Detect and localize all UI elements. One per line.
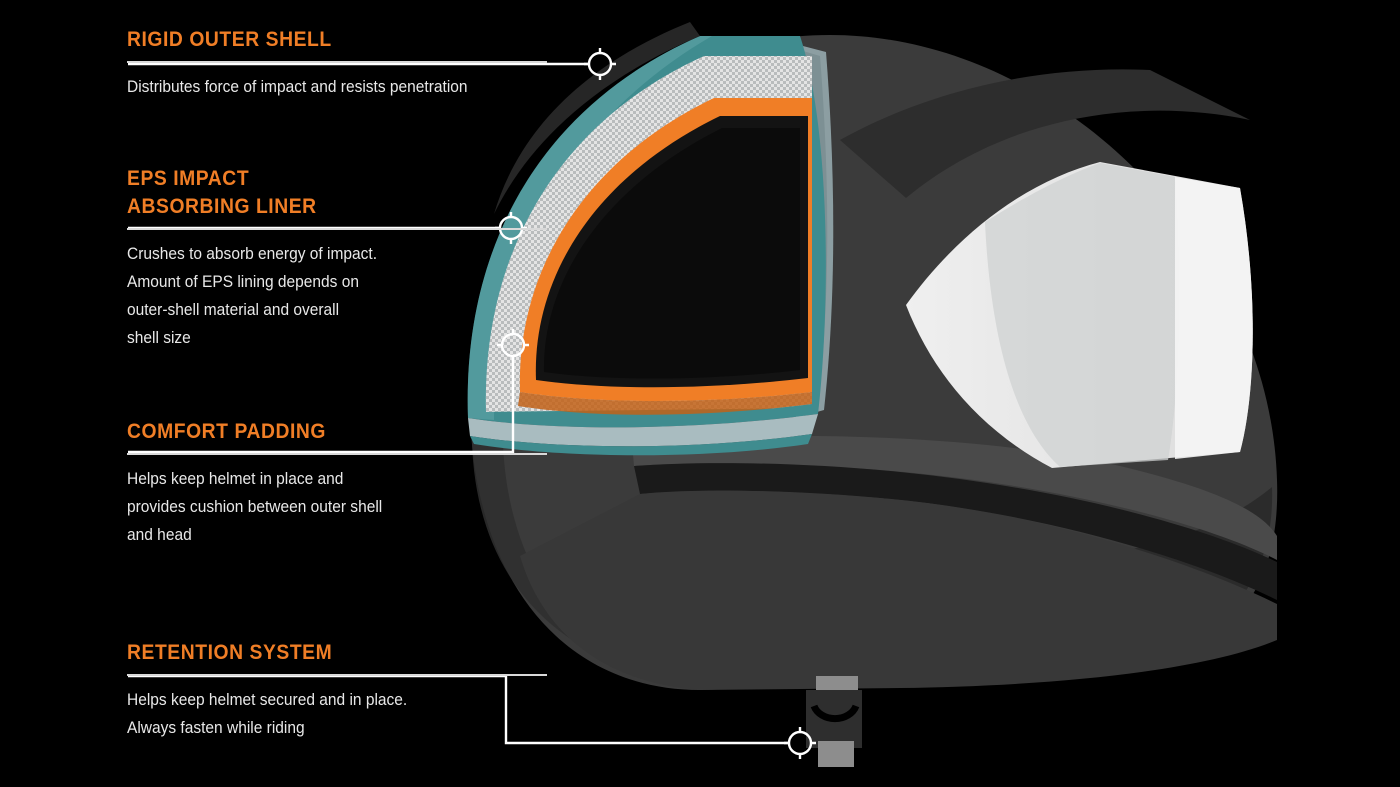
callout-title: RIGID OUTER SHELL: [127, 28, 332, 51]
callout-retention-system: RETENTION SYSTEM Helps keep helmet secur…: [127, 639, 547, 742]
callout-rule: [127, 228, 547, 230]
marker-outer-shell[interactable]: [584, 48, 616, 80]
callout-markers: [495, 48, 816, 759]
brow-shadow: [840, 69, 1250, 199]
buckle-notch: [810, 704, 860, 723]
callout-body: Helps keep helmet in place and provides …: [127, 470, 383, 544]
callout-rule: [127, 453, 547, 455]
callout-title: COMFORT PADDING: [127, 420, 326, 443]
callout-body: Distributes force of impact and resists …: [127, 78, 468, 96]
callout-body: Crushes to absorb energy of impact. Amou…: [127, 245, 378, 347]
callout-rigid-outer-shell: RIGID OUTER SHELL Distributes force of i…: [127, 26, 547, 101]
callout-comfort-padding: COMFORT PADDING Helps keep helmet in pla…: [127, 418, 547, 549]
callout-body: Helps keep helmet secured and in place. …: [127, 691, 408, 737]
strap-tail: [818, 741, 854, 767]
callout-title: RETENTION SYSTEM: [127, 641, 333, 664]
callout-title: EPS IMPACT ABSORBING LINER: [127, 167, 317, 218]
marker-retention[interactable]: [784, 727, 816, 759]
callout-eps-impact-absorbing-liner: EPS IMPACT ABSORBING LINER Crushes to ab…: [127, 165, 547, 352]
helmet-cutaway: [467, 22, 834, 456]
retention-system: [806, 676, 862, 767]
callout-rule: [127, 674, 547, 676]
chin-bar: [520, 435, 1277, 690]
marker-comfort-padding[interactable]: [497, 329, 529, 361]
callout-rule: [127, 61, 547, 63]
visor: [906, 162, 1253, 468]
